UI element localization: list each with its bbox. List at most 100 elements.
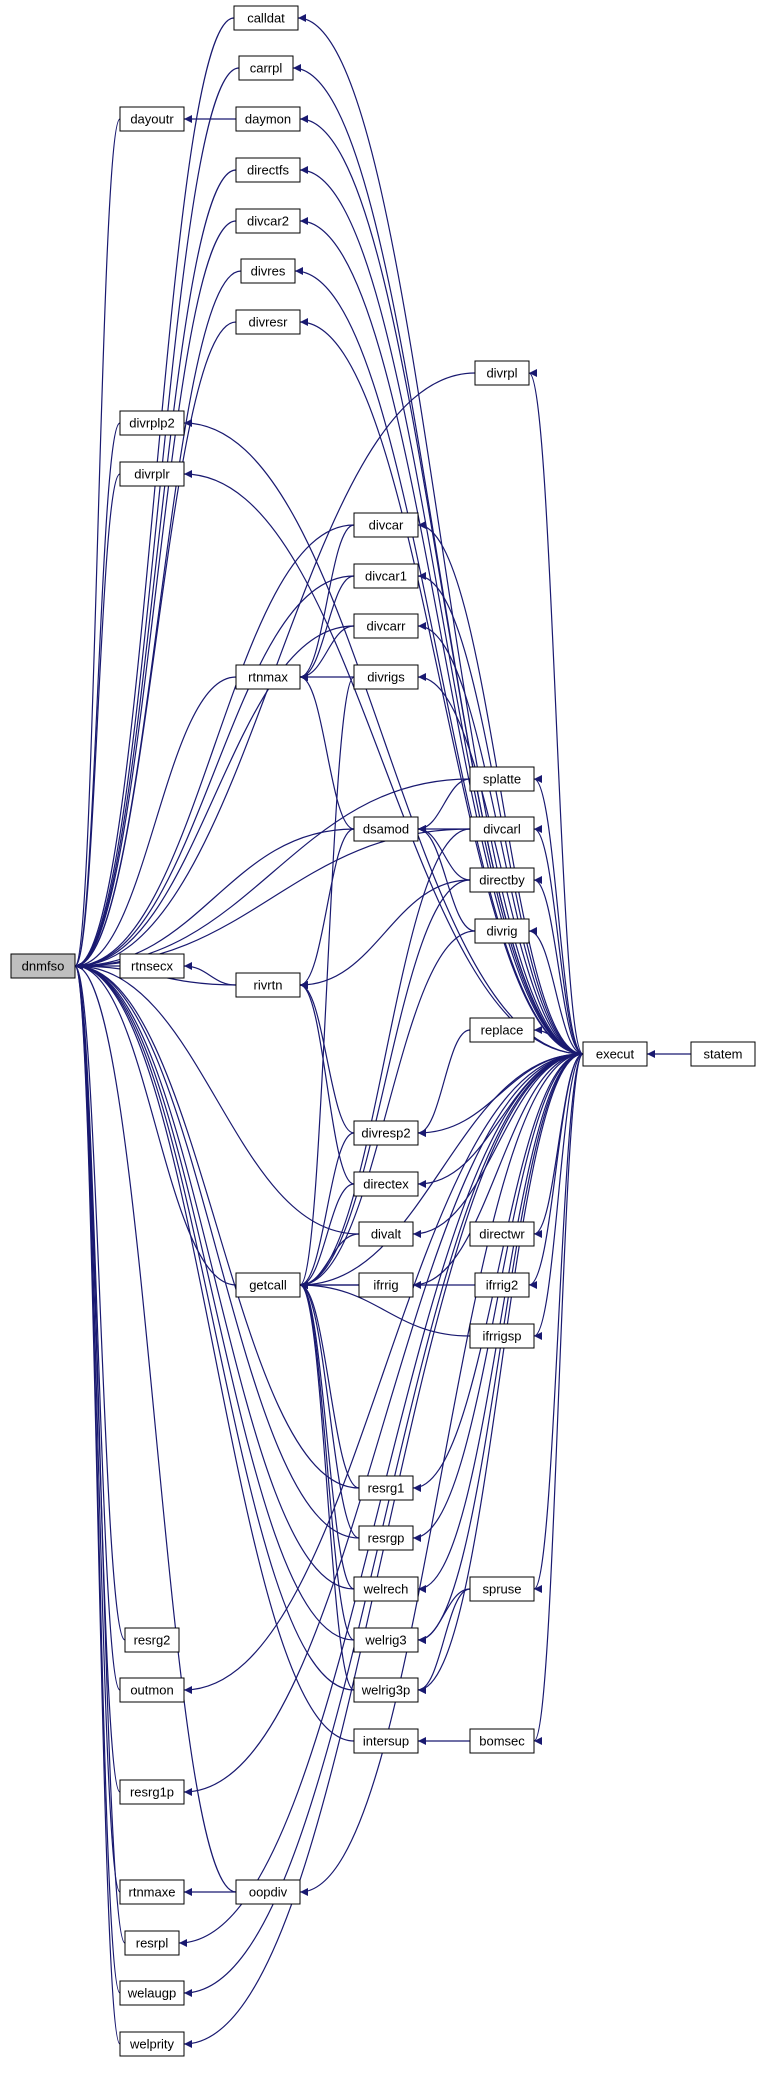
edge-execut-to-outmon	[183, 1053, 584, 1694]
node-box-directfs	[235, 157, 301, 183]
node-dayoutr[interactable]: dayoutr	[119, 106, 185, 132]
node-directwr[interactable]: directwr	[469, 1221, 535, 1247]
node-execut[interactable]: execut	[582, 1041, 648, 1067]
node-bomsec[interactable]: bomsec	[469, 1728, 535, 1754]
node-welrig3[interactable]: welrig3	[353, 1627, 419, 1653]
node-divresr[interactable]: divresr	[235, 309, 301, 335]
edge-execut-to-daymon	[299, 115, 584, 1055]
edge-divrig-to-dsamod	[417, 825, 476, 932]
node-box-welrech	[353, 1576, 419, 1602]
node-getcall[interactable]: getcall	[235, 1272, 301, 1298]
node-label-spruse: spruse	[482, 1582, 521, 1597]
node-spruse[interactable]: spruse	[469, 1576, 535, 1602]
node-divrpl[interactable]: divrpl	[474, 360, 530, 386]
node-box-ifrrig	[358, 1272, 414, 1298]
node-dsamod[interactable]: dsamod	[353, 816, 419, 842]
node-box-rtnsecx	[119, 953, 185, 979]
node-welrig3p[interactable]: welrig3p	[353, 1677, 419, 1703]
node-divres[interactable]: divres	[240, 258, 296, 284]
node-divcarl[interactable]: divcarl	[469, 816, 535, 842]
edge-welrig3p-to-dnmfso	[74, 962, 355, 1691]
node-box-divrpl	[474, 360, 530, 386]
node-resrpl[interactable]: resrpl	[124, 1930, 180, 1956]
edge-welrig3-to-dnmfso	[74, 962, 355, 1641]
edge-welrig3-to-getcall	[299, 1281, 355, 1641]
node-divcarr[interactable]: divcarr	[353, 613, 419, 639]
node-divalt[interactable]: divalt	[358, 1221, 414, 1247]
node-divrigs[interactable]: divrigs	[353, 664, 419, 690]
node-divcar1[interactable]: divcar1	[353, 563, 419, 589]
node-resrg1[interactable]: resrg1	[358, 1475, 414, 1501]
node-label-divrpl: divrpl	[486, 366, 517, 381]
node-box-rtnmax	[235, 664, 301, 690]
node-intersup[interactable]: intersup	[353, 1728, 419, 1754]
edge-divcar-to-dnmfso	[74, 524, 355, 970]
edge-execut-to-divresr	[299, 318, 584, 1055]
node-divresp2[interactable]: divresp2	[353, 1120, 419, 1146]
node-label-directwr: directwr	[479, 1227, 525, 1242]
node-splatte[interactable]: splatte	[469, 766, 535, 792]
node-label-outmon: outmon	[130, 1683, 173, 1698]
node-label-rivrtn: rivrtn	[254, 978, 283, 993]
node-label-ifrrig2: ifrrig2	[486, 1278, 519, 1293]
edge-resrgp-to-getcall	[299, 1281, 360, 1539]
node-outmon[interactable]: outmon	[119, 1677, 185, 1703]
node-resrg2[interactable]: resrg2	[124, 1627, 180, 1653]
edge-welrig3p-to-getcall	[299, 1281, 355, 1691]
node-box-dsamod	[353, 816, 419, 842]
node-box-rivrtn	[235, 972, 301, 998]
node-label-rtnsecx: rtnsecx	[131, 959, 173, 974]
node-rtnmax[interactable]: rtnmax	[235, 664, 301, 690]
edge-dsamod-to-dnmfso	[74, 828, 355, 970]
node-resrgp[interactable]: resrgp	[358, 1525, 414, 1551]
node-replace[interactable]: replace	[469, 1017, 535, 1043]
edge-execut-to-divrigs	[417, 673, 584, 1055]
node-rtnsecx[interactable]: rtnsecx	[119, 953, 185, 979]
edge-divres-to-dnmfso	[74, 270, 242, 970]
node-label-divcar1: divcar1	[365, 569, 407, 584]
edge-divresr-to-dnmfso	[74, 321, 237, 970]
node-rivrtn[interactable]: rivrtn	[235, 972, 301, 998]
node-layer: dnmfso calldat carrpl dayoutr daymon directfs…	[10, 5, 756, 2057]
node-statem[interactable]: statem	[690, 1041, 756, 1067]
node-label-dnmfso: dnmfso	[22, 959, 65, 974]
node-label-welrech: welrech	[363, 1582, 409, 1597]
node-ifrrig2[interactable]: ifrrig2	[474, 1272, 530, 1298]
node-ifrrigsp[interactable]: ifrrigsp	[469, 1323, 535, 1349]
node-label-welrig3p: welrig3p	[361, 1683, 410, 1698]
node-label-bomsec: bomsec	[479, 1734, 525, 1749]
node-label-divcar2: divcar2	[247, 214, 289, 229]
node-box-carrpl	[238, 55, 294, 81]
node-label-resrpl: resrpl	[136, 1936, 169, 1951]
node-box-divalt	[358, 1221, 414, 1247]
node-daymon[interactable]: daymon	[235, 106, 301, 132]
node-dnmfso[interactable]: dnmfso	[10, 953, 76, 979]
node-box-ifrrig2	[474, 1272, 530, 1298]
node-resrg1p[interactable]: resrg1p	[119, 1779, 185, 1805]
node-label-divrigs: divrigs	[367, 670, 405, 685]
node-calldat[interactable]: calldat	[233, 5, 299, 31]
edge-spruse-to-welrig3	[417, 1588, 471, 1644]
node-welaugp[interactable]: welaugp	[119, 1980, 185, 2006]
node-divcar[interactable]: divcar	[353, 512, 419, 538]
node-box-welaugp	[119, 1980, 185, 2006]
node-divrplr[interactable]: divrplr	[119, 461, 185, 487]
node-divcar2[interactable]: divcar2	[235, 208, 301, 234]
edge-spruse-to-welrig3p	[417, 1588, 471, 1694]
node-ifrrig[interactable]: ifrrig	[358, 1272, 414, 1298]
node-welrech[interactable]: welrech	[353, 1576, 419, 1602]
node-directfs[interactable]: directfs	[235, 157, 301, 183]
node-oopdiv[interactable]: oopdiv	[235, 1879, 301, 1905]
node-carrpl[interactable]: carrpl	[238, 55, 294, 81]
edge-dsamod-to-rivrtn	[299, 828, 355, 989]
node-welprity[interactable]: welprity	[119, 2031, 185, 2057]
node-divrplp2[interactable]: divrplp2	[119, 410, 185, 436]
node-directex[interactable]: directex	[353, 1171, 419, 1197]
edge-execut-to-divcar2	[299, 217, 584, 1055]
node-divrig[interactable]: divrig	[474, 918, 530, 944]
node-rtnmaxe[interactable]: rtnmaxe	[119, 1879, 185, 1905]
edge-divrigs-to-getcall	[299, 676, 355, 1289]
node-directby[interactable]: directby	[469, 867, 535, 893]
node-label-divrplp2: divrplp2	[129, 416, 175, 431]
edge-dayoutr-to-dnmfso	[74, 118, 121, 970]
